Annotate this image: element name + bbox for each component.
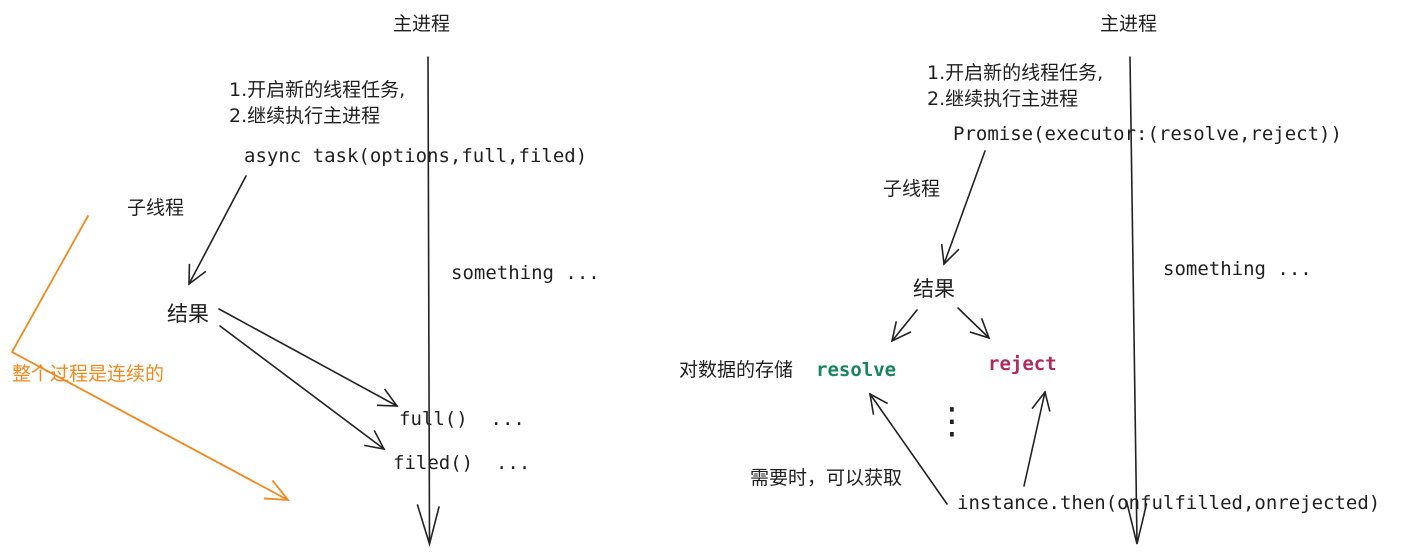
right-instance-then-code: instance.then(onfulfilled,onrejected): [957, 492, 1381, 514]
left-something-label: something ...: [451, 262, 600, 284]
left-main-timeline-arrowhead: [416, 504, 440, 547]
right-main-timeline-arrowhead: [1125, 500, 1148, 545]
left-continuous-process-arrow: [10, 215, 290, 502]
left-child-thread-label: 子线程: [127, 197, 185, 219]
vertical-ellipsis: ⋮: [934, 401, 970, 442]
left-main-process-label: 主进程: [393, 13, 451, 35]
right-result-to-resolve-arrow: [890, 309, 918, 343]
right-then-to-resolve-arrow: [868, 392, 948, 505]
right-result-label: 结果: [913, 277, 955, 301]
left-result-label: 结果: [167, 302, 209, 326]
left-step2-label: 2.继续执行主进程: [229, 105, 381, 127]
right-child-thread-label: 子线程: [883, 178, 941, 200]
right-result-to-reject-arrow: [957, 307, 991, 340]
left-result-to-full-arrow: [218, 308, 399, 407]
right-step2-label: 2.继续执行主进程: [927, 88, 1079, 110]
left-step1-label: 1.开启新的线程任务,: [229, 79, 406, 101]
right-something-label: something ...: [1163, 258, 1312, 280]
right-main-process-label: 主进程: [1100, 13, 1158, 35]
right-step1-label: 1.开启新的线程任务,: [927, 62, 1104, 84]
right-main-timeline: [1129, 56, 1138, 544]
left-task-to-child-arrow: [188, 175, 247, 286]
right-then-to-reject-arrow: [1023, 390, 1051, 487]
right-promise-to-child-arrow: [940, 150, 986, 266]
left-full-callback-label: full() ...: [399, 408, 525, 430]
right-storage-label: 对数据的存储: [679, 359, 794, 381]
right-reject-label: reject: [988, 353, 1057, 375]
left-continuous-note-label: 整个过程是连续的: [12, 363, 165, 385]
left-async-task-code: async task(options,full,filed): [244, 145, 588, 167]
left-filed-callback-label: filed() ...: [393, 452, 531, 474]
left-main-timeline: [427, 56, 431, 544]
right-promise-code: Promise(executor:(resolve,reject)): [953, 123, 1342, 145]
left-result-to-filed-arrow: [219, 325, 386, 451]
right-need-label: 需要时，可以获取: [750, 467, 903, 489]
right-resolve-label: resolve: [816, 359, 897, 381]
